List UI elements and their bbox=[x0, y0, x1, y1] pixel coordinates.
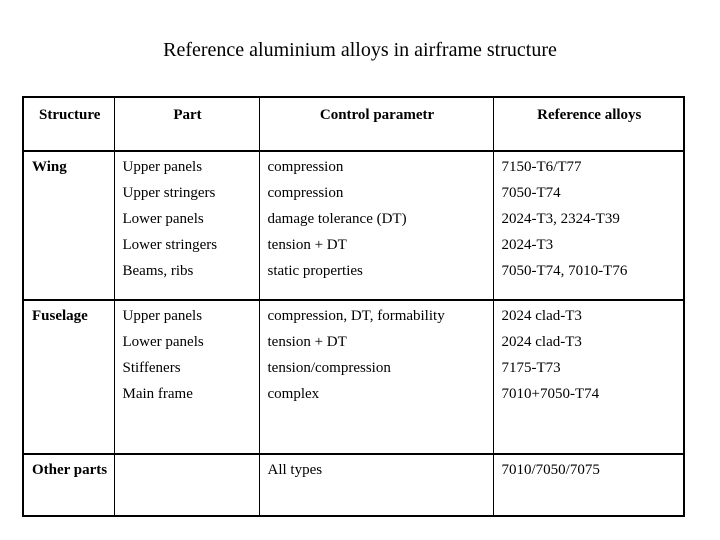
alloys-table: Structure Part Control parametr Referenc… bbox=[22, 96, 685, 517]
header-reference-alloys: Reference alloys bbox=[492, 96, 685, 152]
cell-wing-structure: Wing bbox=[22, 150, 115, 301]
cell-other-structure: Other parts bbox=[22, 453, 115, 517]
cell-other-control: All types bbox=[258, 453, 494, 517]
header-control-parametr: Control parametr bbox=[258, 96, 494, 152]
table-row-other-parts: Other parts All types 7010/7050/7075 bbox=[22, 453, 685, 517]
cell-fuselage-part: Upper panels Lower panels Stiffeners Mai… bbox=[113, 299, 260, 455]
header-structure: Structure bbox=[22, 96, 115, 152]
cell-fuselage-control: compression, DT, formability tension + D… bbox=[258, 299, 494, 455]
cell-fuselage-alloys: 2024 clad-T3 2024 clad-T3 7175-T73 7010+… bbox=[492, 299, 685, 455]
cell-other-part bbox=[113, 453, 260, 517]
table-row-fuselage: Fuselage Upper panels Lower panels Stiff… bbox=[22, 299, 685, 455]
cell-wing-part: Upper panels Upper stringers Lower panel… bbox=[113, 150, 260, 301]
page-title: Reference aluminium alloys in airframe s… bbox=[163, 39, 557, 61]
cell-other-alloys: 7010/7050/7075 bbox=[492, 453, 685, 517]
header-part: Part bbox=[113, 96, 260, 152]
cell-wing-alloys: 7150-T6/T77 7050-T74 2024-T3, 2324-T39 2… bbox=[492, 150, 685, 301]
cell-fuselage-structure: Fuselage bbox=[22, 299, 115, 455]
cell-wing-control: compression compression damage tolerance… bbox=[258, 150, 494, 301]
table-row-wing: Wing Upper panels Upper stringers Lower … bbox=[22, 150, 685, 301]
table-header-row: Structure Part Control parametr Referenc… bbox=[22, 96, 685, 152]
